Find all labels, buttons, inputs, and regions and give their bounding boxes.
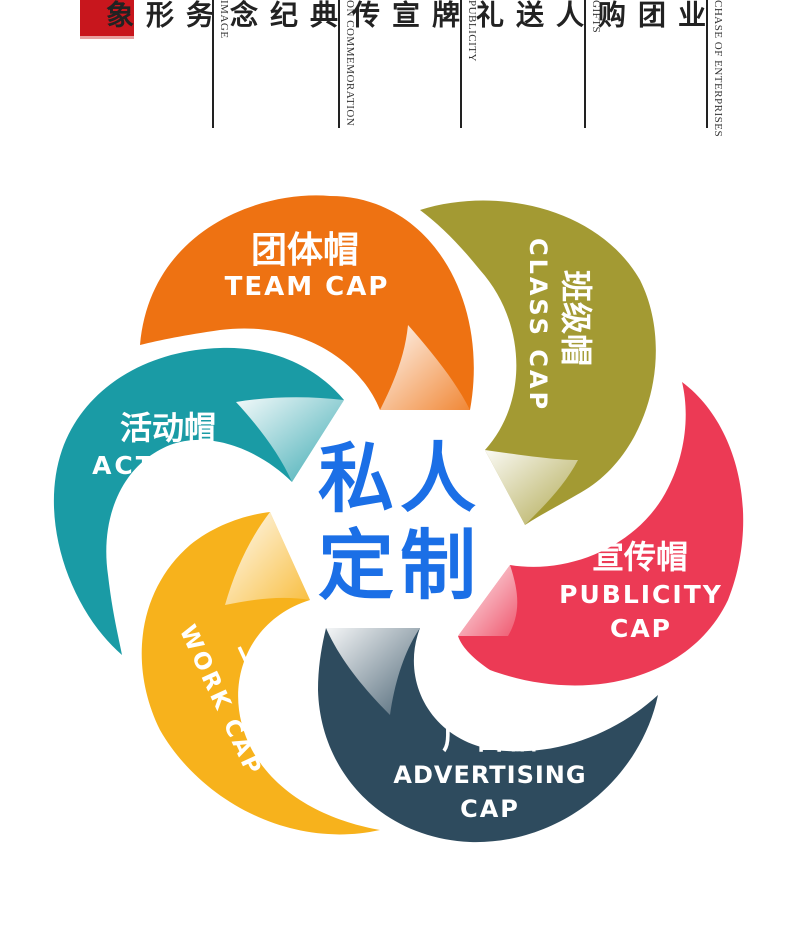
petal-work-shape [141,512,380,835]
petal-advertising-en2: CAP [460,795,520,823]
petal-publicity-en1: PUBLICITY [559,580,723,609]
category-cn: 务形象 [102,0,215,32]
column-divider [584,0,586,128]
petal-fold-icon [225,512,310,605]
category-cn: 牌宣传 [348,0,461,32]
petal-publicity-cn: 宣传帽 [592,538,688,576]
column-divider [706,0,708,128]
petal-advertising-shape [318,628,658,843]
petal-class-cn: 班级帽 [557,270,595,366]
petal-advertising-en1: ADVERTISING [393,761,586,789]
petal-advertising-cap[interactable]: 广告帽 ADVERTISING CAP [318,628,658,843]
cap-type-flower-diagram: 团体帽 TEAM CAP 班级帽 CLASS CAP 宣传帽 PUBLICITY… [53,195,744,843]
petal-class-en: CLASS CAP [524,238,552,412]
petal-activity-en2: CAP [135,485,200,514]
category-en: ON COMMEMORATION [344,0,356,127]
petal-advertising-cn: 广告帽 [442,718,538,756]
category-en: GIFTS [590,0,602,34]
category-en: IMAGE [218,0,230,39]
red-seal-icon [80,0,134,39]
petal-team-en: TEAM CAP [225,272,390,302]
center-line1: 私人 [318,434,482,523]
petal-fold-icon [458,565,518,636]
petal-publicity-cap[interactable]: 宣传帽 PUBLICITY CAP [458,382,744,686]
petal-activity-cn: 活动帽 [120,409,216,447]
petal-activity-en1: ACTIVITY [92,451,244,480]
petal-team-cap[interactable]: 团体帽 TEAM CAP [140,195,474,410]
petal-activity-cap[interactable]: 活动帽 ACTIVITY CAP [53,347,345,655]
petal-fold-icon [380,325,470,410]
petal-fold-icon [236,397,344,482]
petal-publicity-shape [458,382,744,686]
top-category-strip: 务形象 IMAGE 典纪念 ON COMMEMORATION 牌宣传 PUBLI… [0,0,800,160]
petal-publicity-en2: CAP [610,614,672,643]
column-divider [338,0,340,128]
category-cn: 人送礼 [472,0,585,32]
category-cn: 典纪念 [226,0,339,32]
center-label: 私人 定制 [318,434,482,610]
petal-fold-icon [485,450,578,525]
category-en: PUBLICITY [466,0,478,62]
column-divider [212,0,214,128]
column-divider [460,0,462,128]
petal-team-shape [140,195,474,410]
category-en: CHASE OF ENTERPRISES [712,0,724,138]
petal-class-cap[interactable]: 班级帽 CLASS CAP [420,200,656,525]
petal-team-cn: 团体帽 [251,230,359,271]
center-line2: 定制 [318,521,482,610]
petal-fold-icon [326,628,420,715]
petal-class-shape [420,200,656,525]
category-cn: 业团购 [594,0,707,32]
